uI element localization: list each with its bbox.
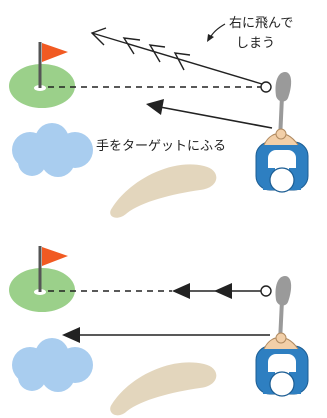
ball-icon — [260, 81, 272, 93]
ball-flight-arrow — [214, 283, 232, 299]
panel-correct-swing — [9, 246, 309, 416]
ball-flight-arrow — [172, 283, 190, 299]
callout-pointer — [209, 23, 226, 39]
golfer-icon — [255, 128, 309, 193]
ball-icon — [260, 285, 272, 297]
ball-flight-label-line2: しまう — [236, 36, 275, 51]
panel-wrong-swing: 右に飛んで しまう 手をターゲットにふる — [9, 16, 309, 218]
cloud-icon — [12, 338, 93, 392]
ball-flight-label-line1: 右に飛んで — [229, 16, 293, 31]
flag-icon — [34, 42, 68, 91]
ball-flight-arrow — [90, 27, 263, 85]
swing-direction-arrow — [62, 327, 270, 343]
club-icon — [275, 276, 292, 344]
golfer-icon — [255, 332, 309, 397]
swing-label: 手をターゲットにふる — [96, 139, 226, 154]
bunker-icon — [110, 362, 217, 416]
flag-icon — [34, 246, 68, 295]
swing-direction-arrow — [146, 99, 273, 129]
cloud-icon — [12, 123, 93, 177]
bunker-icon — [110, 164, 217, 218]
